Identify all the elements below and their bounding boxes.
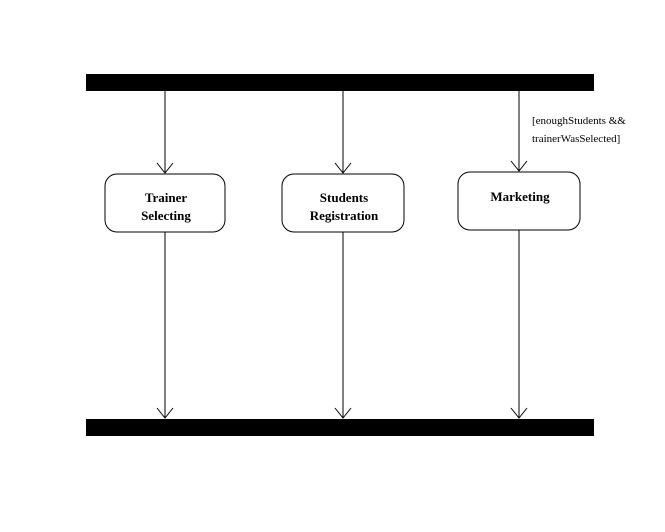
node-students-registration-label-line1: Students <box>320 190 368 205</box>
fork-to-trainer-arrowhead <box>156 162 174 174</box>
guard-condition-line1: [enoughStudents && <box>532 115 626 127</box>
node-marketing-label: Marketing <box>490 189 550 204</box>
node-students-registration-label-line2: Registration <box>310 208 379 223</box>
node-trainer-selecting-label-line1: Trainer <box>145 190 188 205</box>
fork-to-marketing-arrowhead <box>510 160 528 172</box>
node-trainer-selecting-label-line2: Selecting <box>141 208 191 223</box>
fork-bar <box>86 74 594 91</box>
students-to-join-arrowhead <box>334 407 352 419</box>
guard-condition-line2: trainerWasSelected] <box>532 133 620 145</box>
join-bar <box>86 419 594 436</box>
marketing-to-join-arrowhead <box>510 407 528 419</box>
trainer-to-join-arrowhead <box>156 407 174 419</box>
fork-to-students-arrowhead <box>334 162 352 174</box>
